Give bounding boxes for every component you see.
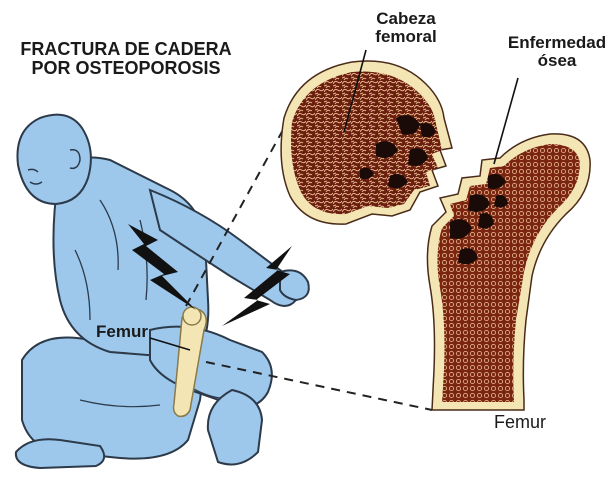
label-enfermedad-line-2: ósea xyxy=(496,52,616,70)
label-femur-zoomed: Femur xyxy=(494,413,546,432)
label-enfermedad-osea: Enfermedad ósea xyxy=(496,34,616,71)
title-line-2: POR OSTEOPOROSIS xyxy=(6,59,246,78)
label-enfermedad-line-1: Enfermedad xyxy=(496,34,616,52)
title-line-1: FRACTURA DE CADERA xyxy=(6,40,246,59)
label-cabeza-line-1: Cabeza xyxy=(358,10,454,28)
label-femur-body: Femur xyxy=(96,323,148,341)
diagram-title: FRACTURA DE CADERA POR OSTEOPOROSIS xyxy=(6,40,246,79)
zoomed-femur-cross-section xyxy=(281,61,590,410)
person-shin xyxy=(208,390,262,464)
label-cabeza-line-2: femoral xyxy=(358,28,454,46)
label-cabeza-femoral: Cabeza femoral xyxy=(358,10,454,47)
